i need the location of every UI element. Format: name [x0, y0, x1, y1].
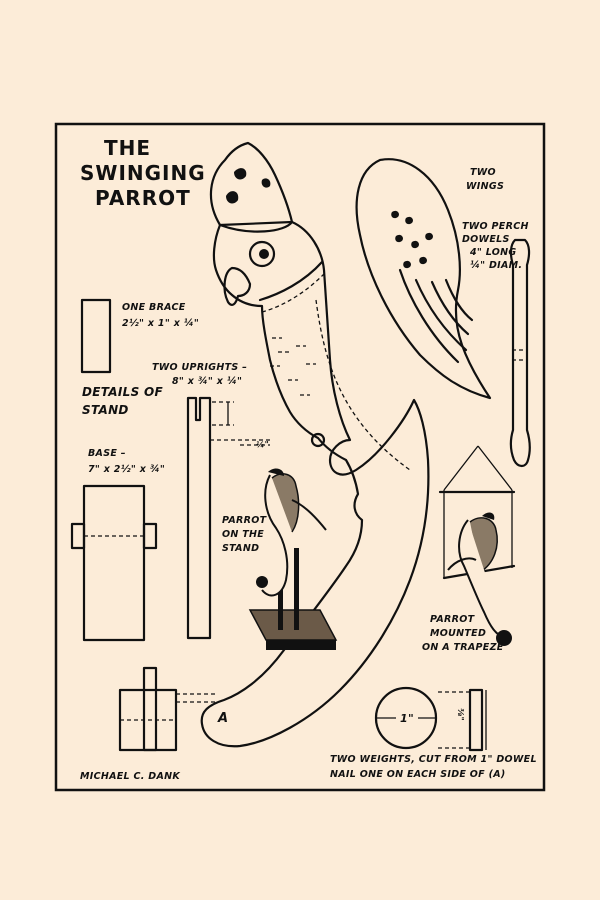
wing-mark-5 — [425, 232, 433, 241]
dowels-label-3: 4" LONG — [469, 247, 517, 258]
body-marks — [270, 337, 316, 396]
perch-dowel — [509, 238, 531, 468]
wing-mark-3 — [395, 234, 403, 243]
parrot-trapeze-illustration — [438, 445, 516, 646]
parrot-stand-label-3: STAND — [222, 543, 259, 554]
weights-label-1: TWO WEIGHTS, CUT FROM 1" DOWEL — [330, 754, 537, 765]
trapeze-label-3: ON A TRAPEZE — [422, 642, 504, 653]
crest-mark-1 — [234, 168, 247, 180]
wing-mark-6 — [403, 260, 411, 269]
wing-pattern — [355, 158, 492, 400]
parrot-eye — [248, 240, 276, 268]
point-a-label: A — [217, 711, 228, 726]
base-label-2: 7" x 2½" x ¾" — [88, 464, 165, 475]
parrot-pattern: A — [200, 141, 430, 748]
crest-mark-2 — [226, 191, 239, 204]
weights-label-2: NAIL ONE ON EACH SIDE OF (A) — [330, 769, 506, 780]
title-line-3: PARROT — [95, 186, 191, 210]
parrot-beak — [223, 266, 252, 306]
details-label-2: STAND — [82, 403, 129, 417]
dowels-label-2: DOWELS — [462, 234, 510, 245]
title-line-2: SWINGING — [80, 161, 206, 185]
brace-label-1: ONE BRACE — [122, 302, 186, 313]
quarter-inch-label: ¼" — [256, 439, 269, 449]
uprights-label-2: 8" x ¾" x ¼" — [172, 376, 242, 387]
dowel-diameter-label: 1" — [400, 712, 414, 725]
parrot-pupil — [259, 249, 269, 259]
parrot-collar-dash — [261, 273, 325, 313]
stand-assembly-view — [118, 666, 218, 752]
wings-label-2: WINGS — [466, 181, 504, 192]
weight-dowel — [374, 686, 487, 752]
wings-label-1: TWO — [470, 167, 496, 178]
dowels-label-4: ¼" DIAM. — [470, 260, 522, 271]
brace-label-2: 2½" x 1" x ¼" — [122, 318, 199, 329]
brace-piece — [80, 298, 112, 374]
wing-attach-line — [315, 299, 411, 471]
trapeze-label-1: PARROT — [430, 614, 476, 625]
parrot-stand-label-1: PARROT — [222, 515, 268, 526]
crest-mark-3 — [261, 178, 271, 188]
wing-mark-7 — [419, 256, 427, 265]
wing-mark-4 — [411, 240, 419, 249]
wing-mark-2 — [405, 216, 413, 225]
uprights-label-1: TWO UPRIGHTS – — [152, 362, 247, 373]
parrot-crest — [209, 141, 294, 233]
base-label-1: BASE – — [88, 448, 126, 459]
dowel-hole — [310, 432, 326, 448]
title-line-1: THE — [104, 136, 151, 160]
base-piece — [70, 484, 158, 642]
parrot-stand-label-2: ON THE — [222, 529, 264, 540]
wing-feather-lines — [398, 268, 474, 364]
upright-piece — [186, 396, 270, 640]
dowel-thickness-label: ⅜" — [456, 708, 465, 721]
dowels-label-1: TWO PERCH — [462, 221, 529, 232]
parrot-body-outline — [200, 220, 430, 748]
trapeze-label-2: MOUNTED — [430, 628, 486, 639]
details-label-1: DETAILS OF — [82, 385, 164, 399]
wing-mark-1 — [391, 210, 399, 219]
parrot-collar — [258, 260, 324, 302]
title-block: THE SWINGING PARROT — [80, 136, 206, 210]
parrot-on-stand-illustration — [248, 468, 338, 650]
wing-outline — [355, 158, 492, 400]
sheet-border — [54, 122, 546, 792]
signature: MICHAEL C. DANK — [80, 771, 180, 782]
